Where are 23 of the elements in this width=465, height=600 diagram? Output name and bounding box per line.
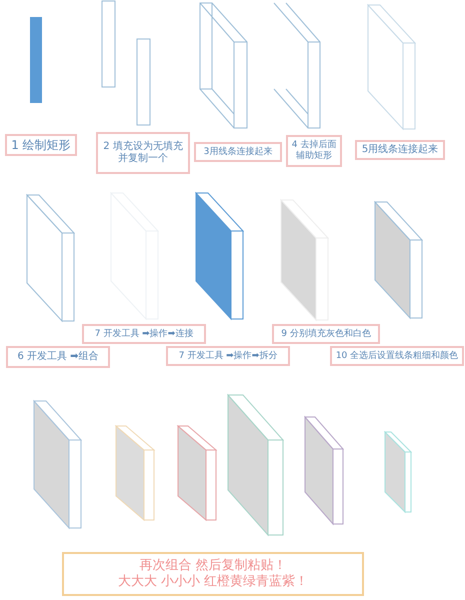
note-text: 大大大 小小小 红橙黄绿青蓝紫！: [118, 574, 308, 590]
step-text: 1 绘制矩形: [11, 138, 71, 152]
step-label-box: [6, 346, 110, 368]
note-text: 再次组合 然后复制粘贴！: [139, 558, 287, 574]
step-text: 10 全选后设置线条粗细和颜色: [336, 350, 458, 362]
step-label-box: [82, 324, 206, 344]
step-label-box: [5, 134, 77, 156]
step-text: 5用线条连接起来: [362, 144, 438, 156]
step-text: 7 开发工具 ➡操作➡连接: [94, 328, 194, 340]
note-box: [62, 552, 364, 596]
step-text: 7 开发工具 ➡操作➡拆分: [178, 350, 278, 362]
step-label-box: [355, 140, 445, 160]
step-label-box: [96, 132, 190, 174]
step-label-box: [330, 346, 464, 366]
step-text: 2 填充设为无填充并复制一个: [102, 141, 184, 165]
step-label-box: [166, 346, 290, 366]
step-text: 9 分别填充灰色和白色: [281, 328, 371, 340]
step-label-box: [194, 142, 282, 162]
step-label-box: [272, 324, 380, 344]
step-label-box: [286, 135, 342, 167]
step-text: 4 去掉后面辅助矩形: [290, 140, 338, 162]
step-text: 3用线条连接起来: [204, 146, 272, 158]
step-text: 6 开发工具 ➡组合: [17, 351, 99, 363]
